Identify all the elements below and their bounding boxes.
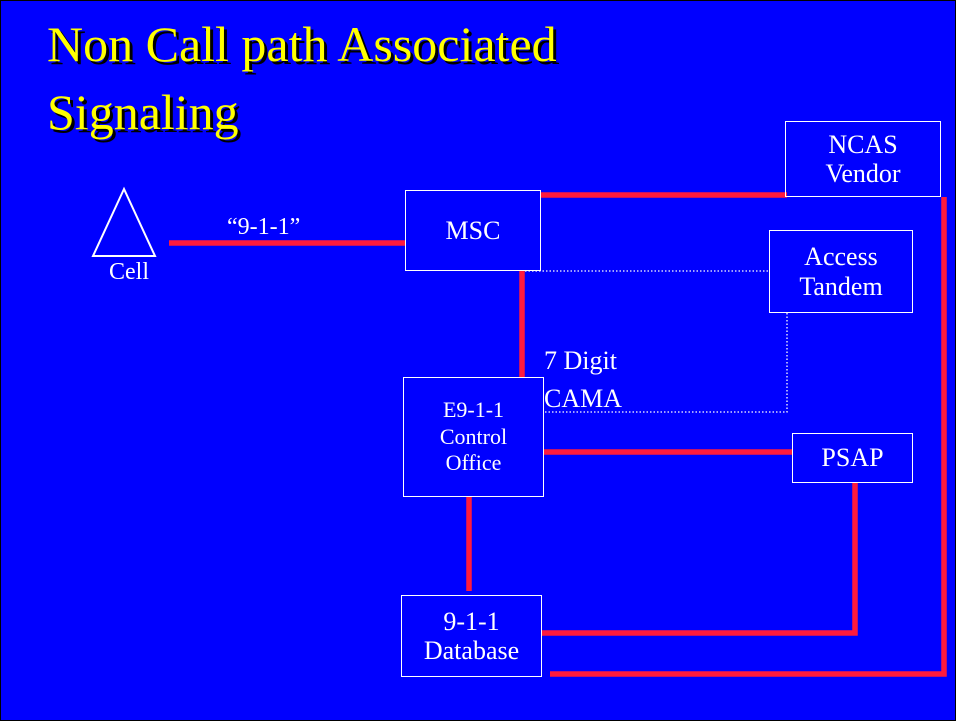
slide-title-line-1: Non Call path Associated <box>47 16 557 72</box>
database-box: 9-1-1 Database <box>401 595 542 677</box>
trunk-label: 7 Digit CAMA <box>544 342 622 418</box>
database-to-psap-line <box>542 483 858 636</box>
trunk-label-line-2: CAMA <box>544 384 623 413</box>
cell-tower-triangle-icon <box>91 186 157 257</box>
control-office-line-2: Control <box>439 423 508 449</box>
cell-label: Cell <box>109 259 149 285</box>
dialed-number-label: “9-1-1” <box>227 214 301 240</box>
ncas-vendor-box: NCAS Vendor <box>785 121 941 197</box>
psap-box: PSAP <box>792 433 913 483</box>
access-tandem-box: Access Tandem <box>769 230 913 313</box>
access-tandem-line-1: Access <box>804 242 878 272</box>
control-office-box: E9-1-1 Control Office <box>403 377 544 497</box>
dotted-links <box>525 270 788 413</box>
ncas-vendor-line-1: NCAS <box>828 129 898 159</box>
msc-box: MSC <box>405 190 541 271</box>
database-line-1: 9-1-1 <box>443 606 500 636</box>
psap-label: PSAP <box>821 443 884 473</box>
ncas-vendor-to-database-line <box>550 197 947 677</box>
ncas-vendor-line-2: Vendor <box>825 159 901 188</box>
access-tandem-to-control-office-dotted-line <box>544 313 788 413</box>
signal-links <box>169 192 947 677</box>
control-office-line-3: Office <box>445 450 502 476</box>
slide-title-line-2: Signaling <box>47 84 239 140</box>
trunk-label-line-1: 7 Digit <box>544 346 617 375</box>
msc-label: MSC <box>445 215 501 245</box>
access-tandem-line-2: Tandem <box>799 271 883 301</box>
control-office-line-1: E9-1-1 <box>442 396 505 422</box>
database-line-2: Database <box>423 636 520 665</box>
